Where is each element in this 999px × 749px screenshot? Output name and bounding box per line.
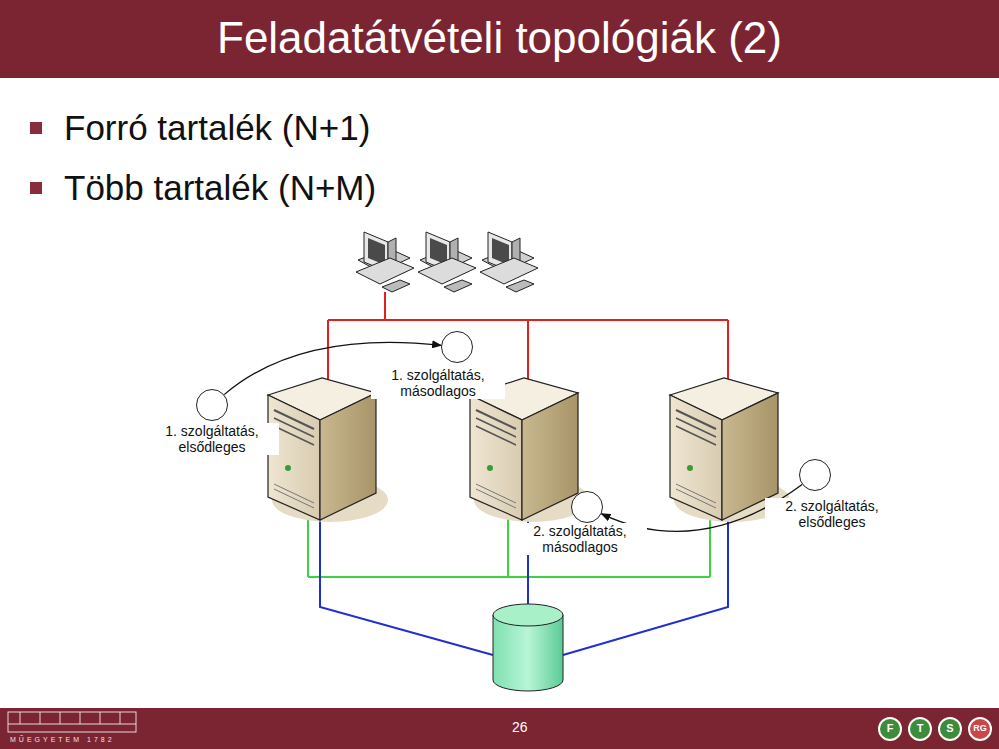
bullet-text: Több tartalék (N+M) [64, 167, 376, 209]
service-label: 2. szolgáltatás, másodlagos [513, 523, 647, 555]
service-label: 1. szolgáltatás, elsődleges [145, 423, 279, 455]
service-circle [571, 491, 603, 523]
logo-letter: F [887, 722, 894, 735]
bullet-text: Forró tartalék (N+1) [64, 107, 370, 149]
service-label: 1. szolgáltatás, másodlagos [371, 367, 505, 399]
slide-title: Feladatátvételi topológiák (2) [0, 10, 999, 66]
logo-letter: S [946, 722, 953, 735]
footer-bar [0, 708, 999, 749]
service-circle [196, 389, 228, 421]
footer-logo-text: MŰEGYETEM 1782 [10, 735, 115, 744]
logo-letter: T [917, 722, 924, 735]
bullet-marker [30, 122, 42, 134]
service-label: 2. szolgáltatás, elsődleges [765, 498, 899, 530]
bullet-marker [30, 182, 42, 194]
service-circle [441, 331, 473, 363]
page-number: 26 [512, 719, 528, 735]
service-circle [799, 459, 831, 491]
logo-letter: RG [973, 723, 987, 734]
